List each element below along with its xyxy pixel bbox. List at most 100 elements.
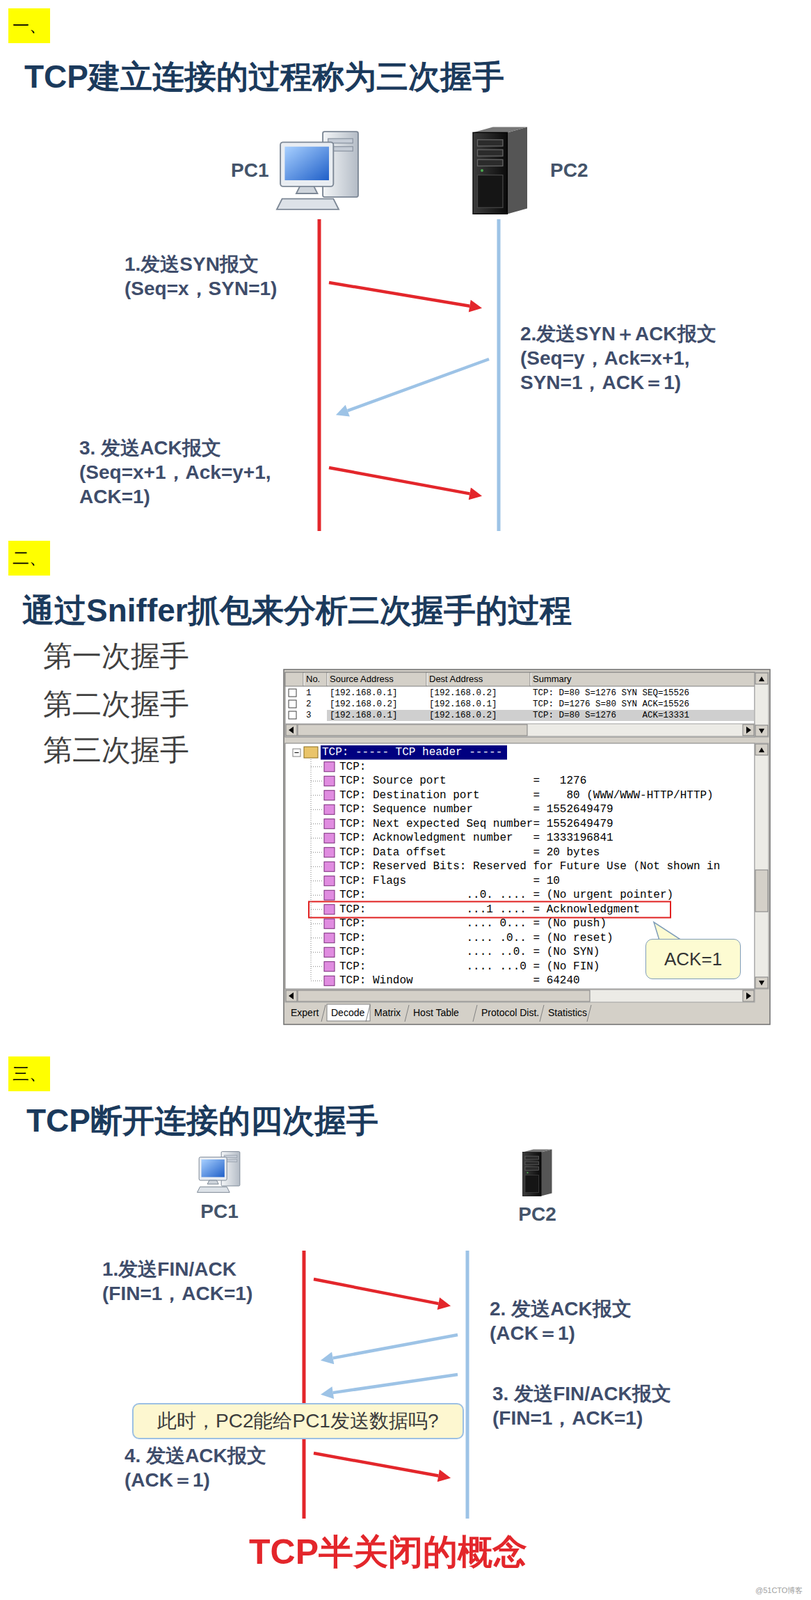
decoration xyxy=(288,710,297,719)
tab-label: Expert xyxy=(290,1005,319,1019)
decoration xyxy=(755,743,768,755)
section-tag: 一、 xyxy=(8,8,51,44)
heading: TCP断开连接的四次握手 xyxy=(26,1101,379,1140)
tree-icon xyxy=(324,775,335,786)
column-header: Summary xyxy=(532,673,572,685)
decoration xyxy=(288,688,297,697)
decoration xyxy=(746,726,752,734)
decode-line: TCP: .... ..0. = (No SYN) xyxy=(339,944,600,960)
icon-part xyxy=(472,127,528,133)
icon-part xyxy=(525,1174,540,1193)
edge-label: 4. 发送ACK报文 (ACK＝1) xyxy=(124,1442,300,1492)
decode-tree xyxy=(310,758,335,985)
decoration xyxy=(285,989,297,1001)
icon-part xyxy=(526,1171,528,1173)
table-cell: 3 xyxy=(306,709,312,721)
icon-part xyxy=(198,1156,227,1180)
decode-line: TCP: .... .0.. = (No reset) xyxy=(339,930,614,946)
icon-part xyxy=(207,1179,219,1184)
tab-label: Decode xyxy=(331,1005,365,1019)
watermark: @51CTO博客 xyxy=(755,1584,803,1595)
tree-icon xyxy=(324,904,335,914)
decoration xyxy=(326,1003,371,1021)
edge-label: 2. 发送ACK报文 (ACK＝1) xyxy=(489,1295,665,1345)
decode-line: TCP: Acknowledgment number = 1333196841 xyxy=(339,830,614,846)
icon-part xyxy=(285,146,330,181)
decoration xyxy=(758,747,765,752)
icon-part xyxy=(525,1160,540,1165)
icon-part xyxy=(525,1166,540,1170)
tab-label: Statistics xyxy=(548,1005,588,1019)
icon-part xyxy=(197,1185,231,1192)
lifeline xyxy=(497,219,501,531)
sniffer-window xyxy=(283,669,770,1024)
icon-part xyxy=(541,1148,552,1195)
decoration xyxy=(758,676,765,681)
edge-label: 1.发送SYN报文 (Seq=x，SYN=1) xyxy=(124,251,306,301)
table-cell: [192.168.0.2] xyxy=(429,709,498,721)
decode-line: TCP: Source port = 1276 xyxy=(339,773,587,789)
icon-part xyxy=(280,141,334,187)
participant: PC1 xyxy=(194,1149,245,1223)
decoration xyxy=(742,989,754,1001)
participant: PC1 xyxy=(230,127,365,213)
table-cell: 2 xyxy=(306,698,312,710)
decoration xyxy=(288,726,294,734)
decoration xyxy=(283,669,770,1024)
icon-part xyxy=(523,1148,553,1152)
lifeline xyxy=(302,1249,307,1518)
decoration xyxy=(285,742,755,989)
tree-line xyxy=(310,794,324,796)
decode-line: TCP: ...1 .... = Acknowledgment xyxy=(339,902,640,917)
decoration xyxy=(326,709,755,721)
table-cell: TCP: D=80 S=1276 SYN SEQ=15526 xyxy=(532,687,690,699)
decoration xyxy=(303,746,318,758)
decoration xyxy=(297,724,528,736)
decoration xyxy=(303,671,531,686)
decoration xyxy=(297,989,590,1001)
tree-line xyxy=(310,822,324,824)
message-arrow xyxy=(313,1278,439,1303)
tree-line xyxy=(310,894,324,896)
decoration xyxy=(288,991,294,999)
tree-icon xyxy=(324,861,335,871)
decoration xyxy=(285,723,755,736)
tree-line xyxy=(310,865,324,867)
decoration xyxy=(321,1004,592,1022)
decoration xyxy=(303,672,531,686)
node-text: PC2 xyxy=(518,1201,556,1226)
tree-line xyxy=(310,780,324,782)
tree-icon xyxy=(324,875,335,886)
decode-line: TCP: Destination port = 80 (WWW/WWW-HTTP… xyxy=(339,788,714,803)
decode-line: TCP: Flags = 10 xyxy=(339,873,560,889)
decoration xyxy=(285,989,755,1002)
tree-icon xyxy=(324,975,335,985)
decode-line: TCP: Data offset = 20 bytes xyxy=(339,845,600,860)
decoration xyxy=(308,901,671,918)
icon-part xyxy=(507,127,528,215)
node-text: ACK=1 xyxy=(664,947,722,970)
icon-part xyxy=(523,1151,542,1196)
node-text: 一、 xyxy=(12,13,46,38)
table-cell: TCP: D=1276 S=80 SYN ACK=15526 xyxy=(532,698,690,710)
edge-label: 3. 发送FIN/ACK报文 (FIN=1，ACK=1) xyxy=(492,1380,707,1430)
node-text: 三、 xyxy=(12,1061,46,1086)
decoration xyxy=(758,980,765,985)
tree-icon xyxy=(324,918,335,928)
decode-line: TCP: .... ...0 = (No FIN) xyxy=(339,959,600,974)
tree-icon xyxy=(324,832,335,843)
icon-part xyxy=(477,175,503,208)
table-cell: [192.168.0.1] xyxy=(429,698,498,710)
decode-line: TCP: ----- TCP header ----- xyxy=(322,744,503,760)
decoration xyxy=(288,699,297,708)
tree-icon xyxy=(324,804,335,814)
tree-line xyxy=(310,765,324,767)
table-cell: [192.168.0.2] xyxy=(329,698,398,710)
table-cell: TCP: D=80 S=1276 ACK=13331 xyxy=(532,709,690,721)
tree-icon xyxy=(324,847,335,857)
tree-line xyxy=(310,758,312,981)
column-header: Source Address xyxy=(329,673,394,685)
table-cell: [192.168.0.2] xyxy=(429,687,498,699)
decoration xyxy=(294,751,300,753)
decode-line: TCP: Reserved Bits: Reserved for Future … xyxy=(339,858,720,874)
